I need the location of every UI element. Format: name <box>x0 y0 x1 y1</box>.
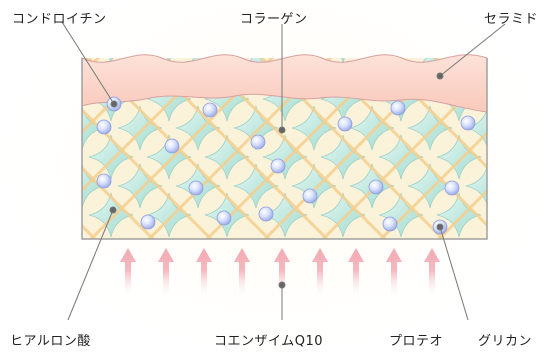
up-arrow <box>274 248 290 298</box>
label-collagen: コラーゲン <box>240 12 308 27</box>
matrix-cell <box>465 166 487 206</box>
leader-line-chondroitin <box>61 21 115 105</box>
up-arrow <box>120 248 136 298</box>
molecule-dot <box>96 173 112 189</box>
leader-dot-glycan <box>436 223 444 231</box>
matrix-cell <box>2 106 46 150</box>
leader-lines <box>61 21 506 321</box>
up-arrow <box>312 248 328 298</box>
matrix-cell <box>31 135 75 179</box>
fiber-line <box>476 40 555 260</box>
up-arrow <box>196 248 212 298</box>
leader-line-glycan <box>439 226 469 321</box>
molecule-dot <box>188 180 204 196</box>
molecule-dot <box>302 188 318 204</box>
up-arrow <box>348 248 364 298</box>
molecule-dot <box>140 214 156 230</box>
molecule-dot <box>444 180 460 196</box>
label-proteo: プロテオ <box>389 334 444 349</box>
matrix-cell <box>524 164 555 208</box>
leader-dot-chondroitin <box>110 100 118 108</box>
fiber-line <box>534 40 555 260</box>
fiber-line <box>534 40 555 260</box>
fiber-line <box>476 40 555 260</box>
leader-line-ceramide <box>439 23 506 77</box>
molecule-dot <box>250 134 266 150</box>
leader-dot-ceramide <box>436 72 444 80</box>
up-arrow <box>424 248 440 298</box>
molecule-dot <box>368 179 384 195</box>
matrix-cell <box>341 58 345 64</box>
molecule-dot <box>460 115 476 131</box>
molecule-dot <box>337 116 353 132</box>
fiber-line <box>0 40 58 260</box>
up-arrow <box>158 248 174 298</box>
fiber-line <box>0 40 58 260</box>
upward-arrows <box>120 248 440 298</box>
label-glycan: グリカン <box>478 334 533 349</box>
fiber-line <box>436 188 487 239</box>
leader-dot-q10 <box>278 281 286 289</box>
molecule-dot <box>96 119 112 135</box>
label-chondroitin: コンドロイチン <box>12 12 107 27</box>
up-arrow <box>234 248 250 298</box>
matrix-cell <box>2 48 46 92</box>
molecule-dot <box>390 100 406 116</box>
matrix-cell <box>495 193 539 237</box>
molecule-dot <box>258 206 274 222</box>
molecule-dots <box>96 96 476 235</box>
molecule-dot <box>202 102 218 118</box>
molecule-dot <box>216 210 232 226</box>
matrix-cell <box>524 48 555 92</box>
molecule-dot <box>270 158 286 174</box>
fiber-line <box>82 165 156 239</box>
molecule-dot <box>164 138 180 154</box>
leader-line-hyaluronic <box>67 209 114 321</box>
matrix-cell <box>495 77 539 121</box>
matrix-cell <box>495 135 539 179</box>
block-outline <box>81 58 488 240</box>
label-coenzyme-q10: コエンザイムQ10 <box>214 334 324 349</box>
matrix-cell <box>31 193 75 237</box>
up-arrow <box>386 248 402 298</box>
label-ceramide: セラミド <box>484 12 539 27</box>
label-hyaluronic-acid: ヒアルロン酸 <box>10 334 91 349</box>
leader-dot-collagen <box>278 126 286 134</box>
molecule-dot <box>382 216 398 232</box>
leader-dot-hyaluronic <box>109 206 117 214</box>
matrix-cell <box>524 106 555 150</box>
matrix-cell <box>31 77 75 121</box>
matrix-cell <box>2 164 46 208</box>
